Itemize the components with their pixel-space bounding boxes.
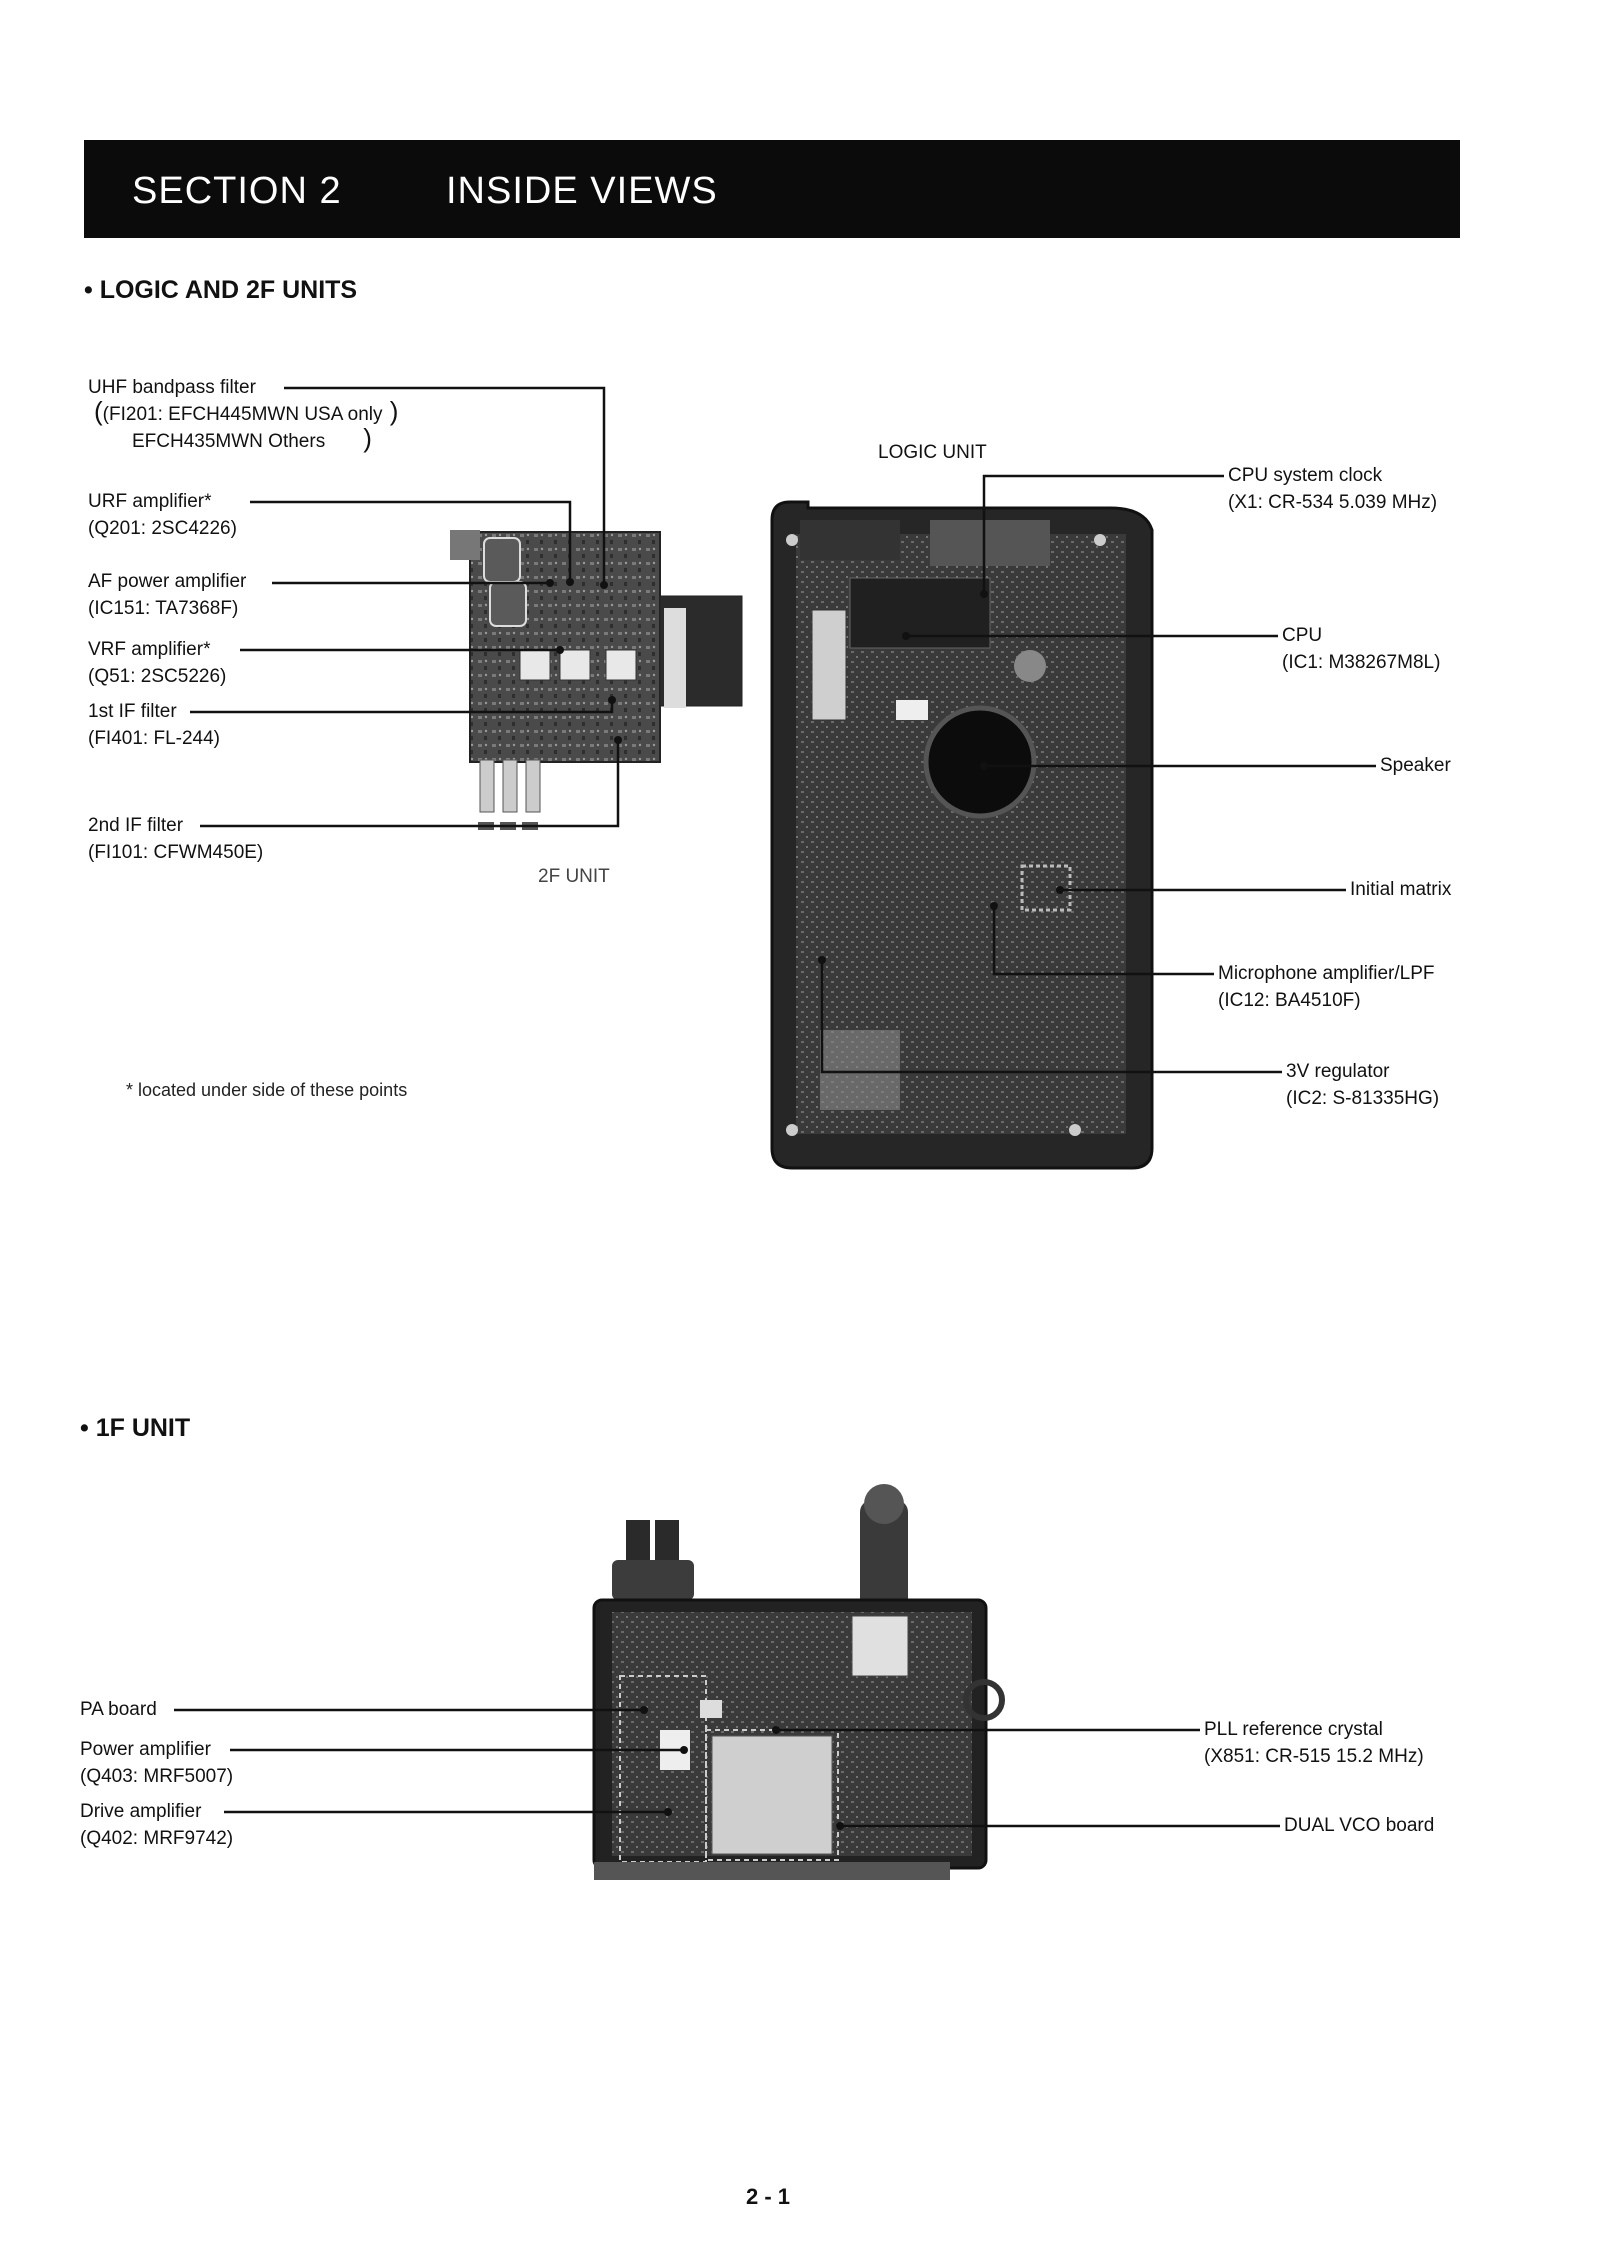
1f-unit-heading: • 1F UNIT [80,1414,191,1442]
logic-2f-heading: • LOGIC AND 2F UNITS [84,276,358,304]
label-pa-board: PA board [80,1699,157,1720]
label-pll-reference-crystal: PLL reference crystal (X851: CR-515 15.2… [1204,1719,1424,1767]
page-number: 2 - 1 [746,2184,791,2209]
label-cpu-system-clock: CPU system clock (X1: CR-534 5.039 MHz) [1228,465,1438,513]
2f-unit-caption: 2F UNIT [538,866,610,887]
footnote: * located under side of these points [126,1080,408,1100]
label-cpu: CPU (IC1: M38267M8L) [1282,625,1441,673]
section-title: INSIDE VIEWS [446,170,718,212]
label-urf-amplifier: URF amplifier* (Q201: 2SC4226) [88,491,237,539]
label-initial-matrix: Initial matrix [1350,879,1452,900]
label-2nd-if-filter: 2nd IF filter (FI101: CFWM450E) [88,815,264,863]
label-speaker: Speaker [1380,755,1451,776]
section-number: SECTION 2 [132,170,342,212]
label-microphone-amplifier: Microphone amplifier/LPF (IC12: BA4510F) [1218,963,1435,1011]
1f-leader-dots [640,1706,844,1830]
1f-leader-lines [174,1708,1280,1828]
left-leader-dots [546,578,622,744]
logic-unit-caption: LOGIC UNIT [878,442,987,463]
label-dual-vco-board: DUAL VCO board [1284,1815,1435,1836]
section-header: SECTION 2 INSIDE VIEWS [84,140,1460,238]
label-af-power-amplifier: AF power amplifier (IC151: TA7368F) [88,571,247,619]
label-uhf-bandpass-filter: UHF bandpass filter ((FI201: EFCH445MWN … [88,377,399,453]
label-vrf-amplifier: VRF amplifier* (Q51: 2SC5226) [88,639,227,687]
2f-unit-photo [450,530,743,830]
label-3v-regulator: 3V regulator (IC2: S-81335HG) [1286,1061,1440,1109]
1f-unit-photo [592,1484,1005,1880]
label-1st-if-filter: 1st IF filter (FI401: FL-244) [88,701,220,749]
right-leader-dots [818,590,1064,964]
label-power-amplifier: Power amplifier (Q403: MRF5007) [80,1739,234,1787]
right-leader-lines [820,474,1376,1074]
logic-unit-photo [770,500,1154,1170]
label-drive-amplifier: Drive amplifier (Q402: MRF9742) [80,1801,234,1849]
